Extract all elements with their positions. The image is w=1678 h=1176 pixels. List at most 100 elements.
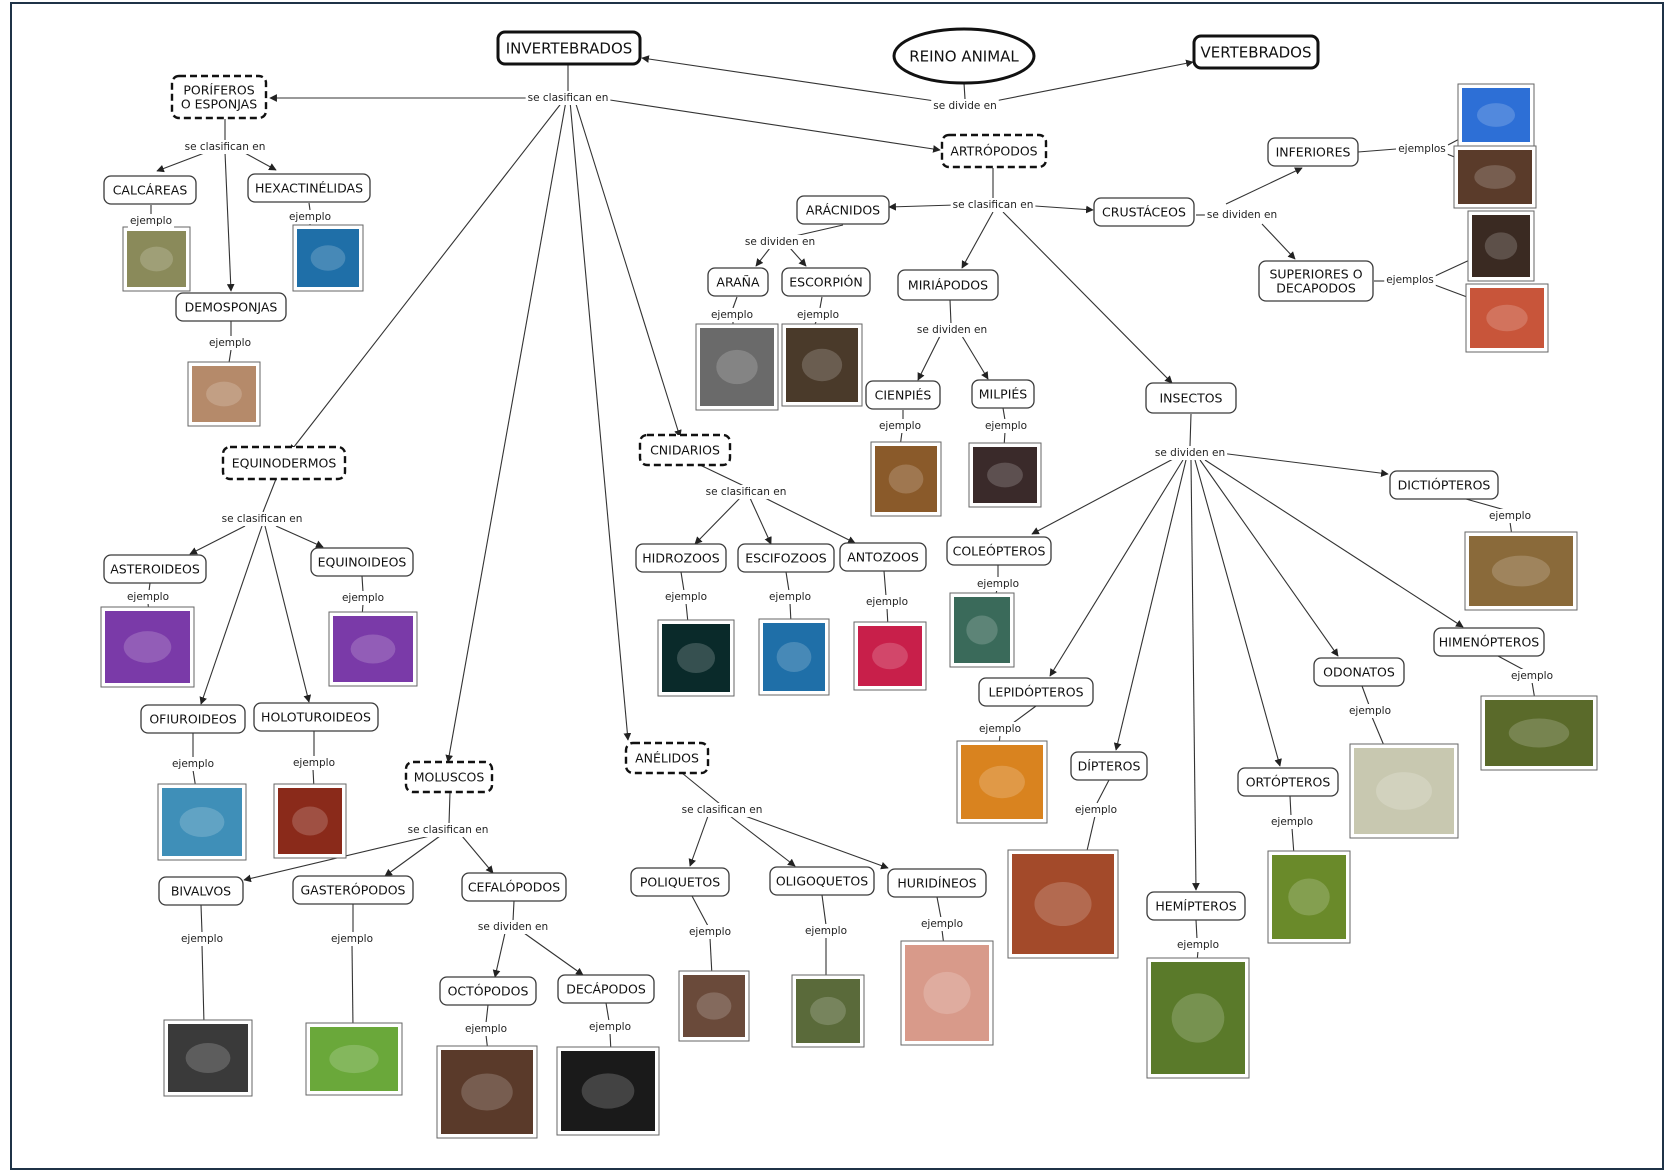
connector-line	[351, 944, 354, 1029]
node-aster[interactable]: ASTEROIDEOS	[103, 554, 207, 584]
link-label-huri: ejemplo	[918, 917, 966, 931]
node-lepi[interactable]: LEPIDÓPTEROS	[978, 677, 1094, 707]
node-label: VERTEBRADOS	[1201, 44, 1312, 62]
node-artro[interactable]: ARTRÓPODOS	[940, 133, 1048, 169]
node-orto[interactable]: ORTÓPTEROS	[1237, 767, 1339, 797]
node-equino[interactable]: EQUINODERMOS	[221, 445, 347, 481]
connector-line	[148, 582, 151, 592]
example-photo-butterfly	[956, 740, 1048, 824]
link-label-bival: ejemplo	[178, 932, 226, 946]
node-ofiu[interactable]: OFIUROIDEOS	[140, 704, 246, 734]
link-label-text: ejemplo	[172, 758, 214, 770]
connector-line	[1199, 459, 1339, 657]
connector-line	[1361, 685, 1370, 706]
node-cien[interactable]: CIENPIÉS	[865, 380, 941, 410]
link-label-molus: se clasifican en	[405, 823, 491, 837]
link-label-text: ejemplo	[879, 420, 921, 432]
node-shape	[292, 875, 414, 905]
node-label: SUPERIORES O	[1269, 267, 1362, 282]
node-holo[interactable]: HOLOTUROIDEOS	[253, 702, 379, 732]
node-arac[interactable]: ARÁCNIDOS	[796, 195, 890, 225]
link-label-coleo: ejemplo	[974, 577, 1022, 591]
node-miria[interactable]: MIRIÁPODOS	[897, 269, 999, 301]
node-anto[interactable]: ANTOZOOS	[839, 542, 927, 572]
link-label-text: se clasifican en	[682, 804, 763, 816]
link-label-equinoi: ejemplo	[339, 591, 387, 605]
node-escor[interactable]: ESCORPIÓN	[781, 267, 871, 297]
node-label: HEXACTINÉLIDAS	[255, 181, 363, 196]
node-himen[interactable]: HIMENÓPTEROS	[1433, 627, 1545, 657]
node-arana[interactable]: ARAÑA	[707, 267, 769, 297]
node-dipt[interactable]: DÍPTEROS	[1070, 751, 1148, 781]
node-huri[interactable]: HURIDÍNEOS	[887, 868, 987, 898]
node-oligo[interactable]: OLIGOQUETOS	[769, 866, 875, 896]
node-hemi[interactable]: HEMÍPTEROS	[1146, 891, 1246, 921]
node-label: EQUINODERMOS	[232, 456, 337, 471]
connector-line	[1225, 167, 1303, 205]
node-label: ESCORPIÓN	[789, 275, 863, 290]
connector-line	[699, 464, 745, 487]
link-label-super: ejemplos	[1384, 273, 1436, 287]
node-aneli[interactable]: ANÉLIDOS	[624, 741, 710, 775]
connector-line	[264, 525, 312, 703]
node-demo[interactable]: DEMOSPONJAS	[175, 292, 287, 322]
node-poli[interactable]: POLIQUETOS	[630, 867, 730, 897]
link-label-hexa: ejemplo	[286, 210, 334, 224]
connector-line	[949, 299, 952, 325]
node-shape	[892, 27, 1036, 85]
node-shape	[310, 547, 414, 577]
connector-line	[156, 151, 208, 173]
node-calc[interactable]: CALCÁREAS	[103, 175, 197, 205]
link-label-text: se clasifican en	[222, 513, 303, 525]
node-label: OLIGOQUETOS	[776, 874, 868, 889]
node-shape	[1070, 751, 1148, 781]
node-hidro[interactable]: HIDROZOOS	[635, 543, 727, 573]
node-label: ANÉLIDOS	[635, 751, 699, 766]
node-label: REINO ANIMAL	[909, 48, 1019, 66]
node-coleo[interactable]: COLEÓPTEROS	[946, 536, 1052, 566]
node-hexa[interactable]: HEXACTINÉLIDAS	[247, 173, 371, 203]
node-gaster[interactable]: GASTERÓPODOS	[292, 875, 414, 905]
link-label-ofiu: ejemplo	[169, 757, 217, 771]
connector-line	[681, 772, 721, 805]
node-vert[interactable]: VERTEBRADOS	[1192, 34, 1320, 70]
connector-line	[789, 247, 807, 267]
node-label: OFIUROIDEOS	[149, 712, 236, 727]
node-reino[interactable]: REINO ANIMAL	[892, 27, 1036, 85]
node-odon[interactable]: ODONATOS	[1313, 657, 1405, 687]
example-photo-sponge_calc	[122, 226, 191, 292]
link-label-porif: se clasifican en	[182, 140, 268, 154]
link-label-cefal: se dividen en	[475, 920, 551, 934]
connector-line	[289, 100, 564, 453]
node-dict[interactable]: DICTIÓPTEROS	[1389, 470, 1499, 500]
node-shape	[175, 292, 287, 322]
node-crus[interactable]: CRUSTÁCEOS	[1093, 197, 1195, 227]
link-label-poli: ejemplo	[686, 925, 734, 939]
node-cnid[interactable]: CNIDARIOS	[638, 433, 732, 467]
node-label: HIMENÓPTEROS	[1439, 635, 1540, 650]
node-shape	[1093, 197, 1195, 227]
node-label: DEMOSPONJAS	[185, 300, 278, 315]
node-shape	[1433, 627, 1545, 657]
link-label-text: se dividen en	[1207, 209, 1277, 221]
node-label: ARTRÓPODOS	[950, 144, 1037, 159]
link-label-text: se dividen en	[745, 236, 815, 248]
node-invert[interactable]: INVERTEBRADOS	[496, 30, 642, 66]
node-equinoi[interactable]: EQUINOIDEOS	[310, 547, 414, 577]
example-photo-millipede	[968, 442, 1042, 508]
link-label-text: se divide en	[933, 100, 997, 112]
node-label: MIRIÁPODOS	[908, 278, 988, 293]
node-bival[interactable]: BIVALVOS	[158, 876, 244, 906]
node-octo[interactable]: OCTÓPODOS	[439, 976, 537, 1006]
example-photo-grasshopper	[1267, 850, 1351, 944]
node-infer[interactable]: INFERIORES	[1267, 137, 1359, 167]
node-escifo[interactable]: ESCIFOZOOS	[737, 543, 835, 573]
node-molus[interactable]: MOLUSCOS	[404, 760, 494, 794]
node-shape	[865, 380, 941, 410]
node-cefal[interactable]: CEFALÓPODOS	[461, 872, 567, 902]
node-insec[interactable]: INSECTOS	[1145, 382, 1237, 414]
node-mil[interactable]: MILPIÉS	[971, 379, 1035, 409]
node-decap[interactable]: DECÁPODOS	[557, 974, 655, 1004]
